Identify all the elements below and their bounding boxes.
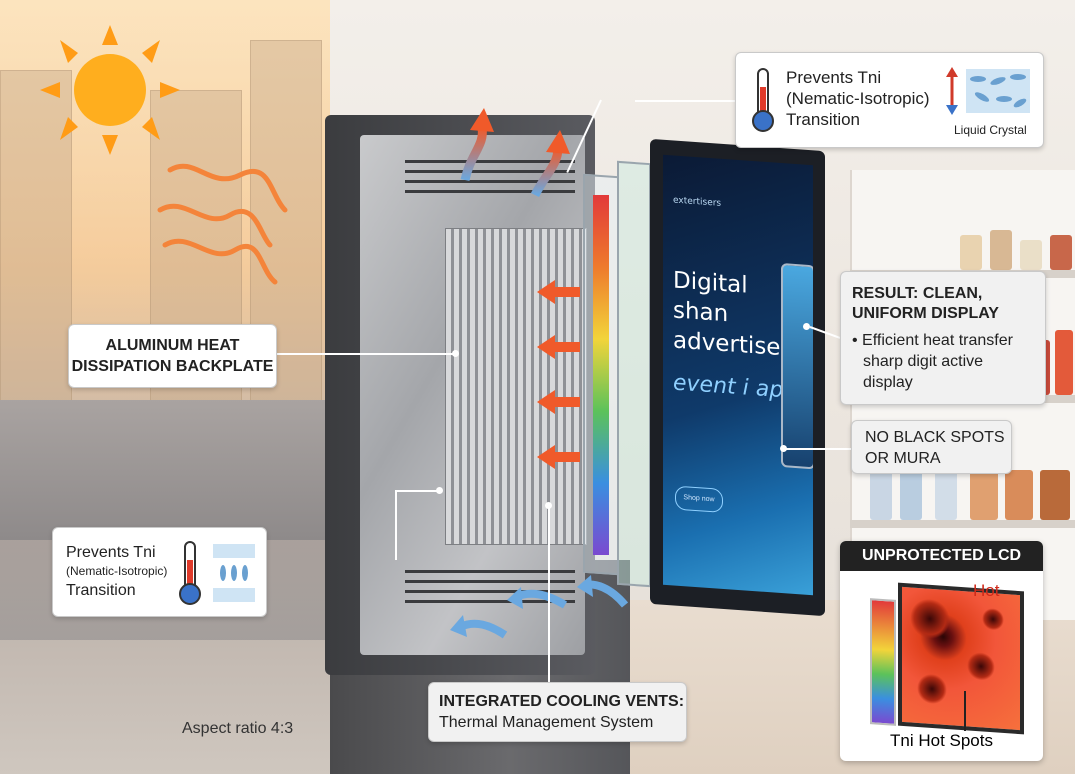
callout-tni-bottom-line2: (Nematic-Isotropic) <box>66 564 168 578</box>
product <box>1040 470 1070 520</box>
product <box>990 230 1012 270</box>
callout-tni-top-line3: Transition <box>786 110 861 129</box>
liquid-crystal-label: Liquid Crystal <box>954 123 1027 137</box>
street <box>0 400 330 540</box>
callout-tni-top-line1: Prevents Tni <box>786 68 882 87</box>
inset-color-layer <box>870 598 896 726</box>
callout-backplate-line2: DISSIPATION BACKPLATE <box>71 358 274 375</box>
callout-tni-top: Prevents Tni (Nematic-Isotropic) Transit… <box>735 52 1044 148</box>
leader-dot <box>803 323 810 330</box>
callout-result-bullet2: sharp digit active <box>863 353 984 370</box>
callout-cooling-subtitle: Thermal Management System <box>439 714 654 731</box>
callout-result: RESULT: CLEAN, UNIFORM DISPLAY • Efficie… <box>840 271 1046 405</box>
hot-spot <box>910 597 950 641</box>
hot-spot <box>917 672 947 706</box>
callout-backplate-line1: ALUMINUM HEAT <box>105 337 240 354</box>
product <box>1005 470 1033 520</box>
hot-spot <box>967 651 995 682</box>
vent-slot <box>405 590 575 593</box>
vent-slot <box>405 170 575 173</box>
callout-backplate-text: ALUMINUM HEAT DISSIPATION BACKPLATE <box>69 335 276 377</box>
callout-tni-bottom-line3: Transition <box>66 582 136 599</box>
liquid-crystal-icon <box>213 544 255 602</box>
callout-tni-bottom: Prevents Tni (Nematic-Isotropic) Transit… <box>52 527 267 617</box>
product <box>1020 240 1042 270</box>
shelf-board <box>850 520 1075 528</box>
callout-result-body: • Efficient heat transfer sharp digit ac… <box>852 330 1013 393</box>
hot-spot <box>982 607 1004 632</box>
unprotected-lcd-inset: UNPROTECTED LCD Hot Tni Hot Spots <box>840 541 1043 761</box>
product <box>1055 330 1073 395</box>
product <box>900 470 922 520</box>
callout-tni-top-text: Prevents Tni (Nematic-Isotropic) Transit… <box>786 67 930 130</box>
callout-cooling-text: INTEGRATED COOLING VENTS: Thermal Manage… <box>439 691 684 733</box>
screen-brand: extertisers <box>673 195 722 209</box>
heat-arrow-icon <box>537 280 580 469</box>
heat-waves <box>157 163 288 285</box>
cool-arrow-icon <box>450 575 629 639</box>
vent-slot <box>405 570 575 573</box>
vent-slot <box>405 180 575 183</box>
product <box>970 470 998 520</box>
product <box>935 465 957 520</box>
liquid-crystal-icon <box>946 67 1030 115</box>
vent-slot <box>405 190 575 193</box>
product <box>1050 235 1072 270</box>
callout-result-title1: RESULT: CLEAN, <box>852 285 983 302</box>
inset-title: UNPROTECTED LCD <box>840 541 1043 571</box>
phone-image <box>781 263 813 470</box>
aspect-ratio-note: Aspect ratio 4:3 <box>182 720 294 737</box>
inset-caption: Tni Hot Spots <box>890 731 993 750</box>
display-screen: extertisers Digital shan advertisement e… <box>663 154 813 596</box>
leader-line <box>395 490 397 560</box>
vent-slot <box>405 160 575 163</box>
lcd-layer-front <box>617 160 651 588</box>
leader-line <box>275 353 455 355</box>
callout-no-black-spots-line1: NO BLACK SPOTS <box>865 429 1005 446</box>
inset-hot-label: Hot <box>973 581 1000 600</box>
callout-tni-bottom-line1: Prevents Tni <box>66 544 156 561</box>
vent-slot <box>405 580 575 583</box>
callout-result-title: RESULT: CLEAN, UNIFORM DISPLAY <box>852 284 999 324</box>
leader-dot <box>452 350 459 357</box>
leader-dot <box>436 487 443 494</box>
callout-tni-top-line2: (Nematic-Isotropic) <box>786 89 930 108</box>
shop-now-button: Shop now <box>675 485 723 513</box>
callout-result-bullet1: • Efficient heat transfer <box>852 332 1013 349</box>
callout-no-black-spots-text: NO BLACK SPOTS OR MURA <box>865 427 1005 469</box>
callout-no-black-spots-line2: OR MURA <box>865 450 941 467</box>
callout-result-title2: UNIFORM DISPLAY <box>852 305 999 322</box>
product <box>960 235 982 270</box>
thermometer-icon <box>752 68 774 132</box>
color-filter-layer <box>593 195 609 555</box>
callout-result-bullet3: display <box>863 374 913 391</box>
callout-no-black-spots: NO BLACK SPOTS OR MURA <box>851 420 1012 474</box>
product <box>870 470 892 520</box>
thermometer-icon <box>179 541 201 605</box>
callout-tni-bottom-text: Prevents Tni (Nematic-Isotropic) Transit… <box>66 542 167 601</box>
callout-backplate: ALUMINUM HEAT DISSIPATION BACKPLATE <box>68 324 277 388</box>
callout-cooling-title: INTEGRATED COOLING VENTS: <box>439 693 685 710</box>
vent-slot <box>405 600 575 603</box>
leader-line <box>785 448 853 450</box>
inset-hot-panel <box>898 582 1024 735</box>
leader-dot <box>780 445 787 452</box>
leader-line <box>964 691 966 731</box>
leader-line <box>395 490 439 492</box>
leader-line <box>548 505 550 685</box>
leader-dot <box>545 502 552 509</box>
heat-arrow-icon <box>460 108 570 198</box>
leader-line <box>635 100 735 102</box>
building <box>0 70 72 402</box>
sun-icon <box>40 25 180 155</box>
callout-cooling-vents: INTEGRATED COOLING VENTS: Thermal Manage… <box>428 682 687 742</box>
